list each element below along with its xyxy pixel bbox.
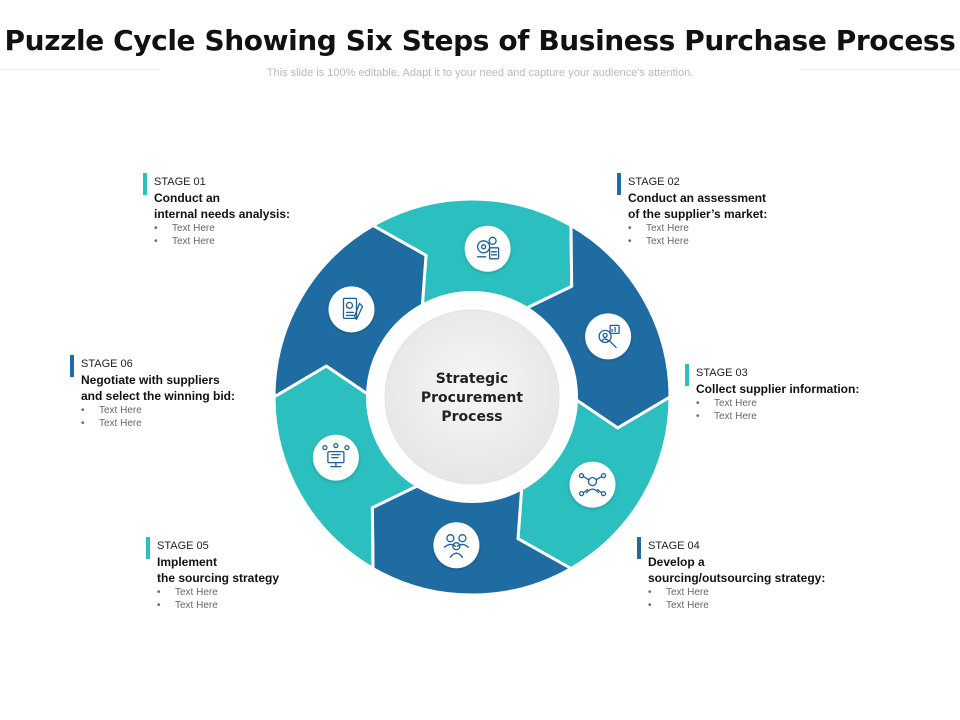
stage-5-bullet-2: Text Here [157,599,279,612]
stage-1-bullet-1: Text Here [154,222,290,235]
center-line-1: Strategic [436,371,508,387]
stage-6-block: STAGE 06 Negotiate with suppliers and se… [70,355,235,430]
team-strategy-icon [433,522,480,569]
stage-2-bullet-2: Text Here [628,235,767,248]
stage-4-number: STAGE 04 [648,540,700,552]
stage-5-block: STAGE 05 Implement the sourcing strategy… [146,537,279,612]
stage-4-marker [637,537,641,559]
stage-3-bullet-2: Text Here [696,410,859,423]
stage-6-bullet-2: Text Here [81,417,235,430]
stage-4-bullet-2: Text Here [648,599,825,612]
stage-2-marker [617,173,621,195]
stage-5-bullet-1: Text Here [157,586,279,599]
divider-right [800,69,960,70]
stage-5-number: STAGE 05 [157,540,209,552]
stage-2-number: STAGE 02 [628,176,680,188]
stage-2-bullet-1: Text Here [628,222,767,235]
stage-6-heading: Negotiate with suppliers and select the … [81,373,236,403]
stage-2-heading: Conduct an assessment of the supplier’s … [628,191,768,221]
stage-4-heading: Develop a sourcing/outsourcing strategy: [648,555,826,585]
stage-1-block: STAGE 01 Conduct an internal needs analy… [143,173,290,248]
stage-6-bullet-1: Text Here [81,404,235,417]
stage-3-bullet-1: Text Here [696,397,859,410]
center-line-3: Process [441,409,502,425]
implementation-icon [312,434,359,481]
stage-1-bullet-2: Text Here [154,235,290,248]
stage-3-marker [685,364,689,386]
market-assessment-icon [585,313,632,360]
stage-6-marker [70,355,74,377]
needs-analysis-icon [464,225,511,272]
stage-4-bullet-1: Text Here [648,586,825,599]
stage-4-block: STAGE 04 Develop a sourcing/outsourcing … [637,537,825,612]
stage-5-heading: Implement the sourcing strategy [157,555,280,585]
stage-3-number: STAGE 03 [696,367,748,379]
stage-3-block: STAGE 03 Collect supplier information: T… [685,364,859,423]
divider-left [0,69,160,70]
supplier-network-icon [569,461,616,508]
stage-6-number: STAGE 06 [81,358,133,370]
page-title: Puzzle Cycle Showing Six Steps of Busine… [4,24,956,57]
stage-1-marker [143,173,147,195]
stage-3-heading: Collect supplier information: [696,382,860,396]
stage-1-number: STAGE 01 [154,176,206,188]
stage-2-block: STAGE 02 Conduct an assessment of the su… [617,173,767,248]
contract-icon [328,286,375,333]
page-subtitle: This slide is 100% editable. Adapt it to… [266,67,694,79]
stage-5-marker [146,537,150,559]
center-line-2: Procurement [421,390,523,406]
stage-1-heading: Conduct an internal needs analysis: [154,191,291,221]
center-hub [384,309,560,485]
